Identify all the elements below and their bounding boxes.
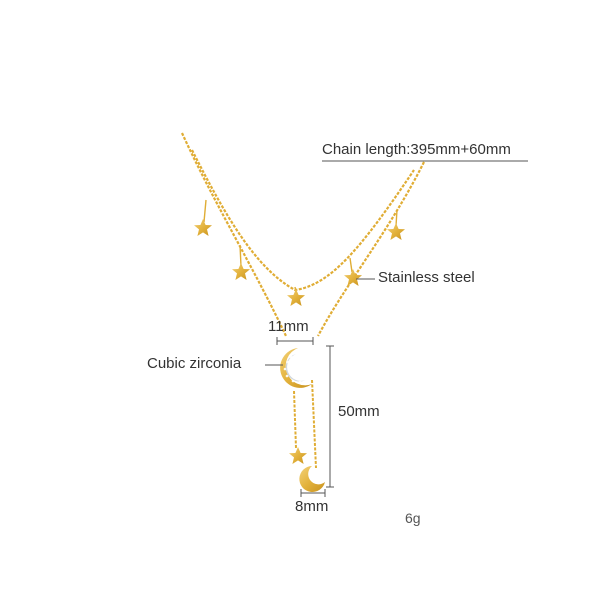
cubic-zirconia-label: Cubic zirconia [147, 355, 242, 372]
drop-length-label: 50mm [338, 403, 380, 420]
star-charm [387, 223, 405, 240]
star-charm [344, 269, 362, 286]
small-moon-width-label: 8mm [295, 498, 329, 515]
zirconia-moon-pendant [280, 348, 312, 388]
outer-chain [181, 132, 425, 337]
star-link [349, 257, 353, 273]
star-link [239, 244, 242, 267]
drop-chain [311, 379, 317, 469]
weight-label: 6g [405, 510, 421, 526]
star-link [395, 209, 398, 227]
star-charm [194, 219, 212, 236]
stainless-steel-label: Stainless steel [378, 269, 475, 286]
star-charm [287, 289, 305, 306]
star-link [203, 199, 207, 223]
moon-width-label: 11mm [268, 318, 309, 335]
drop-chain [293, 390, 297, 449]
chain-length-label: Chain length:395mm+60mm [322, 141, 511, 158]
small-moon-pendant [299, 466, 325, 492]
star-charm [232, 263, 250, 280]
bottom-star-charm [289, 447, 307, 464]
